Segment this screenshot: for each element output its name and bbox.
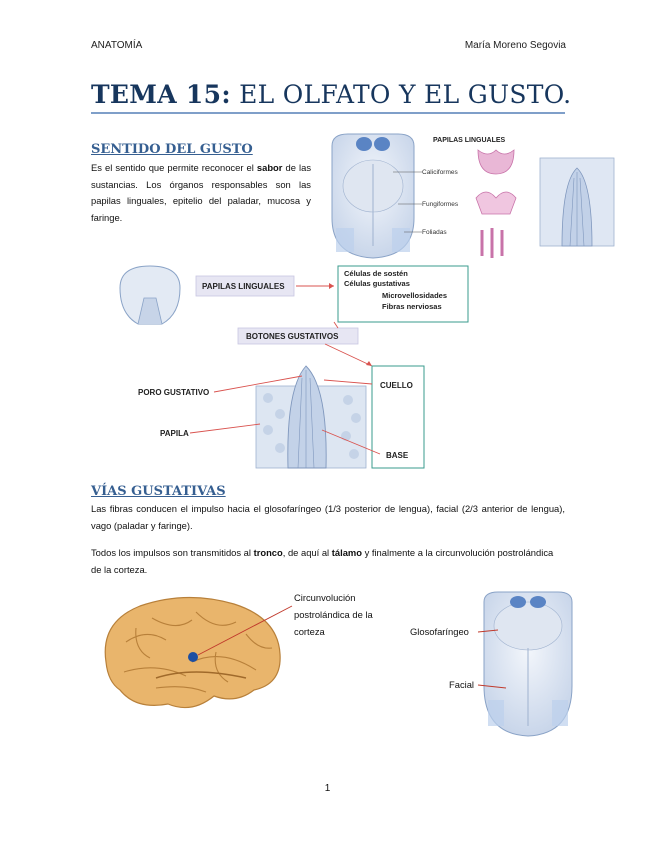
page-number: 1 (324, 783, 331, 794)
label-fungiformes: Fungiformes (422, 201, 459, 208)
label-foliadas: Foliadas (422, 229, 447, 236)
label-base: BASE (386, 451, 409, 460)
taste-bud-tissue-icon (539, 157, 615, 247)
label-papila: PAPILA (160, 429, 189, 438)
caliciforme-papila-icon (477, 149, 515, 175)
section2-paragraph-1: Las fibras conducen el impulso hacia el … (91, 503, 565, 531)
header-right: María Moreno Segovia (464, 40, 566, 51)
cuello-base-box (371, 365, 425, 469)
label-facial: Facial (449, 679, 475, 690)
papila-sketch-icon (119, 265, 181, 325)
cells-box (337, 265, 469, 323)
section2-paragraph-2: Todos los impulsos son transmitidos al t… (91, 547, 554, 575)
botones-gustativos-box (237, 327, 359, 345)
label-microvellosidades: Microvellosidades (382, 291, 447, 300)
section-heading-vias: VÍAS GUSTATIVAS (91, 484, 226, 499)
papilas-linguales-figure: Caliciformes Fungiformes Foliadas PAPILA… (331, 133, 615, 259)
label-cuello: CUELLO (380, 381, 413, 390)
label-caliciformes: Caliciformes (422, 169, 459, 176)
section-heading-gusto: SENTIDO DEL GUSTO (91, 142, 253, 157)
tongue-nerves-illustration (483, 591, 573, 737)
tongue-illustration (331, 133, 415, 259)
header-left: ANATOMÍA (91, 40, 143, 51)
page-title: TEMA 15: EL OLFATO Y EL GUSTO. (91, 80, 571, 109)
section1-paragraph: Es el sentido que permite reconocer el s… (91, 162, 312, 223)
title-bold: TEMA 15: (91, 80, 231, 109)
label-celulas-gustativas: Células gustativas (344, 279, 410, 288)
fungiforme-papila-icon (475, 191, 517, 215)
tongue-nerves-figure (477, 591, 573, 737)
label-celulas-sosten: Células de sostén (344, 269, 408, 278)
label-papilas-title: PAPILAS LINGUALES (433, 137, 506, 144)
cortex-label: Circunvolución postrolándica de la corte… (294, 592, 373, 637)
label-fibras-nerviosas: Fibras nerviosas (382, 302, 442, 311)
taste-bud-illustration (255, 365, 367, 469)
foliada-papila-icon (480, 228, 504, 258)
title-divider (91, 112, 565, 114)
brain-figure (104, 596, 293, 709)
papilas-linguales-box (195, 275, 295, 297)
brain-illustration (104, 596, 281, 709)
label-botones-gustativos: BOTONES GUSTATIVOS (246, 332, 339, 341)
label-poro-gustativo: PORO GUSTATIVO (138, 388, 209, 397)
label-papilas-linguales: PAPILAS LINGUALES (202, 282, 285, 291)
label-glosofaringeo: Glosofaríngeo (410, 626, 469, 637)
botones-gustativos-diagram: PAPILAS LINGUALES Células de sostén Célu… (119, 265, 469, 469)
title-rest: EL OLFATO Y EL GUSTO. (230, 80, 572, 109)
